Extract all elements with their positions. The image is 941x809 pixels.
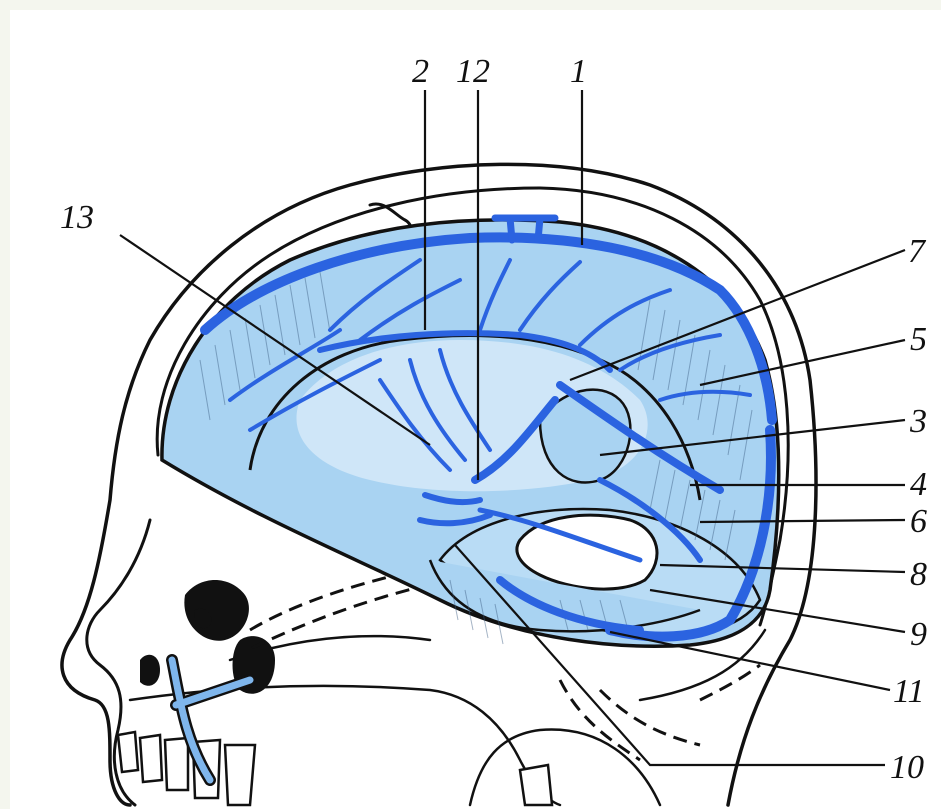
nasal-cavity-shape [140, 655, 160, 686]
tooth-2 [140, 735, 162, 782]
label-3: 3 [909, 403, 927, 440]
tooth-3 [165, 738, 188, 790]
brain-region [162, 220, 779, 646]
label-7: 7 [908, 233, 927, 270]
label-2: 2 [412, 53, 429, 90]
teeth [118, 732, 552, 805]
label-4: 4 [910, 466, 927, 503]
label-8: 8 [910, 556, 927, 593]
tooth-1 [118, 732, 138, 772]
tooth-5 [225, 745, 255, 805]
label-13: 13 [60, 199, 94, 236]
tooth-6 [520, 765, 552, 805]
jaw-angle [470, 730, 660, 805]
leader-11 [610, 632, 890, 690]
orbit-shape [184, 580, 249, 641]
label-1: 1 [570, 53, 587, 90]
label-5: 5 [910, 321, 927, 358]
label-11: 11 [893, 673, 924, 710]
emissary-dashed [700, 665, 760, 700]
label-10: 10 [890, 749, 924, 786]
label-9: 9 [910, 616, 927, 653]
label-6: 6 [910, 503, 927, 540]
label-12: 12 [456, 53, 490, 90]
